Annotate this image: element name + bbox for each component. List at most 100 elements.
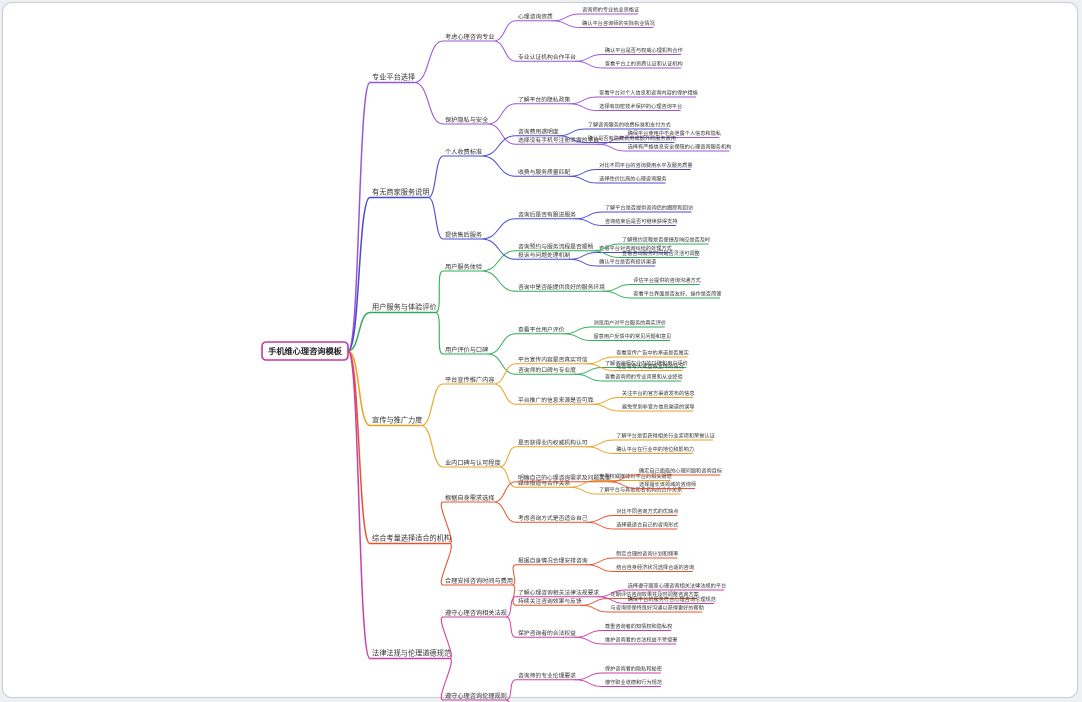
- connector: [434, 270, 444, 314]
- leaf-node: 对比不同咨询方式的优缺点: [616, 507, 678, 515]
- leaf-node: 确定自己面临的心理问题和咨询目标: [639, 467, 722, 475]
- connector: [440, 542, 452, 586]
- connector: [574, 367, 604, 375]
- leaf-node: 浏览用户对平台服务的真实评价: [593, 319, 666, 327]
- connector: [493, 40, 517, 62]
- leaf-node: 保护咨询者的隐私和秘密: [605, 665, 662, 673]
- subtopic-node: 明确自己的心理咨询需求及问题类型: [518, 473, 611, 481]
- subtopic-node: 平台宣传内容是否真实可信: [518, 355, 588, 363]
- leaf-node: 制定合理的咨询计划和频率: [616, 550, 678, 558]
- connector: [493, 501, 517, 523]
- leaf-node: 查看咨询师的专业背景和从业经验: [605, 373, 684, 381]
- connector: [434, 311, 444, 355]
- main-connector: [347, 196, 371, 352]
- leaf-node: 选择有加密技术保护的心理咨询平台: [599, 102, 682, 110]
- connector: [574, 679, 604, 687]
- connector: [499, 466, 517, 488]
- connector: [585, 439, 615, 448]
- connector: [585, 521, 615, 530]
- connector: [568, 252, 598, 260]
- connector: [563, 333, 592, 341]
- subtopic-node: 咨询预约与服务流程是否顺畅: [518, 242, 594, 250]
- connector: [585, 564, 615, 572]
- connector: [413, 40, 444, 84]
- leaf-node: 确认平台是否与权威心理机构合作: [605, 46, 683, 54]
- leaf-node: 查看咨询服务时间是否灵活可调整: [622, 249, 700, 257]
- branch-node: 用户服务与体验评价: [372, 303, 437, 312]
- connector: [568, 103, 598, 111]
- leaf-node: 关注平台的官方渠道发布的信息: [622, 389, 695, 397]
- leaf-node: 避免受到非官方信息渠道的误导: [622, 403, 695, 411]
- leaf-node: 了解咨询师在业内的口碑和用户评价: [605, 359, 689, 367]
- subtopic-node: 咨询费用透明度: [518, 127, 559, 135]
- connector: [420, 424, 444, 468]
- connector: [602, 284, 632, 292]
- leaf-node: 遵守职业道德和行为规范: [605, 678, 662, 686]
- connector: [574, 373, 604, 382]
- connector: [480, 250, 517, 272]
- topic-node: 业内口碑与认可程度: [445, 459, 501, 467]
- connector: [580, 604, 609, 613]
- subtopic-node: 选择没有手机号注册泄露的平台: [518, 136, 599, 144]
- connector: [551, 20, 581, 28]
- connector: [608, 481, 638, 489]
- topic-node: 根据自身需求选择: [445, 494, 495, 502]
- leaf-node: 了解平台与其他知名机构的合作关系: [599, 486, 682, 494]
- connector: [413, 81, 444, 125]
- subtopic-node: 了解平台的隐私政策: [518, 95, 570, 103]
- main-connector: [347, 350, 371, 660]
- connector: [440, 501, 452, 545]
- connector: [420, 383, 444, 427]
- connector: [585, 363, 615, 371]
- connector: [568, 169, 598, 177]
- connector: [440, 616, 452, 660]
- subtopic-node: 根据自身情况合理安排咨询: [518, 556, 588, 564]
- leaf-node: 定期评估咨询效果并及时调整咨询方案: [611, 590, 700, 598]
- subtopic-node: 收费与服务质量匹配: [518, 168, 570, 176]
- subtopic-node: 咨询后是否有跟进服务: [518, 210, 576, 218]
- leaf-node: 确保平台使用中不会泄露个人信息和隐私: [628, 129, 721, 137]
- topic-node: 考虑心理咨询专业: [445, 33, 495, 41]
- topic-node: 遵守心理咨询伦理规则: [445, 692, 507, 700]
- leaf-node: 查看平台上的资质认证和认证机构: [605, 60, 683, 68]
- leaf-node: 了解平台是否提供咨询后的跟踪和回访: [605, 204, 693, 212]
- leaf-node: 尊重咨询者的知情权和隐私权: [605, 622, 673, 630]
- leaf-node: 确认平台在行业中的地位和影响力: [616, 445, 694, 453]
- topic-node: 保护隐私与安全: [445, 116, 489, 124]
- leaf-node: 选择性价比高的心理咨询服务: [599, 175, 666, 183]
- connector: [427, 196, 444, 240]
- leaf-node: 选择有严格信息安全保障的心理咨询服务机构: [628, 143, 732, 151]
- connector: [574, 636, 604, 645]
- topic-node: 提供售后服务: [445, 231, 482, 239]
- connector: [557, 135, 587, 143]
- connector: [505, 596, 517, 618]
- root-node: 手机维心理咨询模板: [268, 346, 343, 356]
- connector: [480, 155, 517, 177]
- connector: [591, 403, 621, 412]
- connector: [551, 13, 581, 22]
- subtopic-node: 咨询中是否能提供良好的服务环境: [518, 283, 605, 291]
- topic-node: 个人收费标准: [445, 148, 482, 156]
- connector: [568, 175, 598, 184]
- connector: [597, 596, 627, 604]
- connector: [574, 54, 604, 62]
- topic-node: 平台宣传推广内容: [445, 376, 495, 384]
- leaf-node: 查看平台界面是否友好、操作是否简便: [633, 290, 722, 298]
- connector: [568, 96, 598, 105]
- leaf-node: 了解咨询服务的收费标准和支付方式: [588, 121, 672, 129]
- main-connector: [347, 81, 371, 352]
- root-node-box: [261, 341, 349, 361]
- leaf-node: 留意用户反馈中的常见问题和意见: [593, 332, 671, 340]
- leaf-node: 与咨询师保持良好沟通以获得更好的帮助: [611, 604, 704, 612]
- subtopic-node: 专业认证机构合作平台: [518, 53, 576, 61]
- leaf-node: 确保平台的服务符合心理咨询伦理规范: [628, 595, 716, 603]
- subtopic-node: 媒体报道与合作关系: [518, 479, 570, 487]
- connector: [499, 446, 517, 468]
- connector: [574, 630, 604, 638]
- leaf-node: 了解平台是否获得相关行业奖项和荣誉认证: [616, 432, 715, 440]
- connector: [511, 564, 517, 586]
- connector: [580, 598, 609, 606]
- connector: [563, 326, 592, 335]
